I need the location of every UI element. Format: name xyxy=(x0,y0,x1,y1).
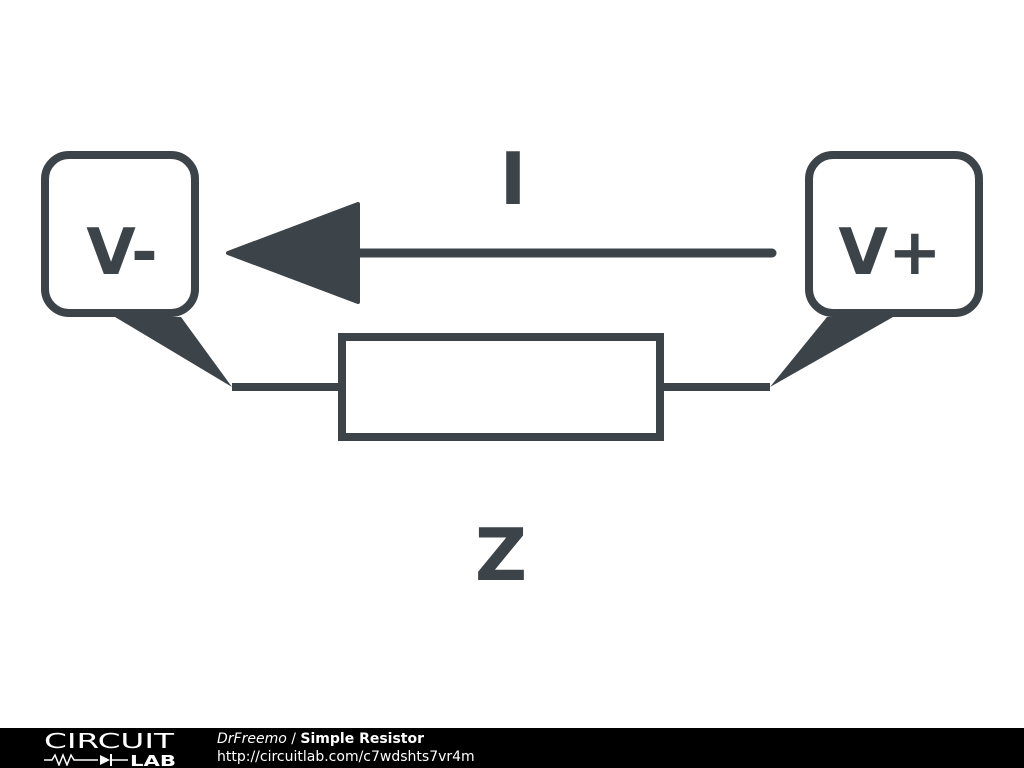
resistor-body xyxy=(338,333,664,441)
credit-separator: / xyxy=(286,731,301,747)
current-label: I xyxy=(500,137,527,221)
footer-bar: CIRCUIT LAB DrFreemo / Simple Resistor h… xyxy=(0,728,1024,768)
node-box-v-minus xyxy=(41,151,199,317)
author-name[interactable]: DrFreemo xyxy=(217,731,287,747)
node-pointer-right xyxy=(770,317,893,387)
circuit-credits: DrFreemo / Simple Resistor http://circui… xyxy=(217,730,475,766)
logo-word-circuit: CIRCUIT xyxy=(44,730,175,753)
node-pointer-left xyxy=(115,317,232,387)
node-label-v-plus: V+ xyxy=(838,216,941,290)
logo-word-lab: LAB xyxy=(130,752,176,766)
impedance-label: Z xyxy=(475,513,527,597)
credit-line: DrFreemo / Simple Resistor xyxy=(217,730,475,748)
logo-resistor-icon xyxy=(44,752,98,766)
circuit-url[interactable]: http://circuitlab.com/c7wdshts7vr4m xyxy=(217,749,475,765)
circuitlab-logo[interactable]: CIRCUIT LAB xyxy=(42,730,178,766)
logo-diode-icon xyxy=(100,755,110,765)
circuit-diagram: V- V+ I Z xyxy=(41,137,983,597)
current-arrow-head xyxy=(226,202,360,304)
node-box-v-plus xyxy=(805,151,983,317)
circuit-title[interactable]: Simple Resistor xyxy=(300,731,425,747)
node-label-v-minus: V- xyxy=(86,216,157,290)
